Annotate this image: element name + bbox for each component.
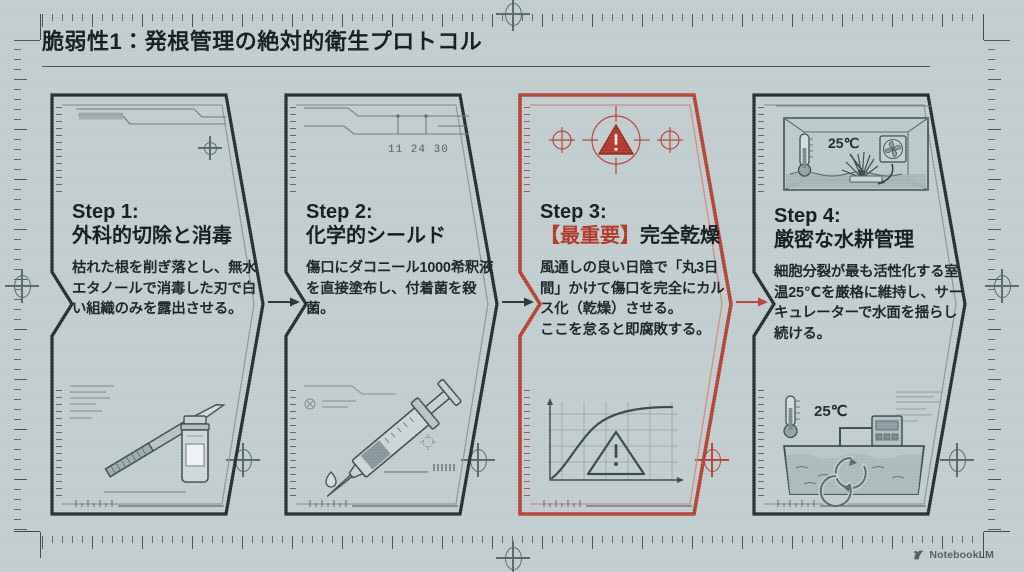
step-card-1-content: Step 1: 外科的切除と消毒 枯れた根を削ぎ落とし、無水エタノールで消毒した… bbox=[72, 92, 258, 517]
frame-tick-bl-v bbox=[40, 532, 42, 558]
registration-mark-right-middle bbox=[985, 269, 1019, 303]
step-card-1-description: 枯れた根を削ぎ落とし、無水エタノールで消毒した刃で白い組織のみを露出させる。 bbox=[72, 260, 257, 318]
steps-flow: Step 1: 外科的切除と消毒 枯れた根を削ぎ落とし、無水エタノールで消毒した… bbox=[46, 92, 982, 517]
step-card-2-ruler-top bbox=[290, 106, 299, 192]
step-card-2-outline bbox=[284, 92, 499, 517]
ruler-bottom-major bbox=[42, 536, 982, 558]
step-card-1-name: 外科的切除と消毒 bbox=[72, 225, 232, 248]
step-card-3-ruler-top bbox=[524, 106, 533, 192]
header: 脆弱性1：発根管理の絶対的衛生プロトコル bbox=[42, 28, 962, 67]
registration-mark-top-center bbox=[496, 0, 530, 31]
step-card-1-outline bbox=[50, 92, 265, 517]
ruler-bottom bbox=[42, 536, 982, 558]
step-card-1-ruler-top bbox=[56, 106, 65, 192]
step-card-4-name: 厳密な水耕管理 bbox=[774, 229, 914, 252]
step-card-2-heading: Step 2: 化学的シールド bbox=[306, 200, 492, 249]
step-card-3-content: Step 3: 【最重要】完全乾燥 風通しの良い日陰で「丸3日間」かけて傷口を完… bbox=[540, 92, 726, 517]
step-card-4-heading: Step 4: 厳密な水耕管理 bbox=[774, 204, 960, 253]
step-card-3[interactable]: Step 3: 【最重要】完全乾燥 風通しの良い日陰で「丸3日間」かけて傷口を完… bbox=[518, 92, 733, 517]
frame-tick-tr-v bbox=[982, 14, 984, 40]
step-card-1-label: Step 1: bbox=[72, 201, 139, 223]
step-card-2-label: Step 2: bbox=[306, 201, 373, 223]
notebooklm-watermark-label: NotebookLM bbox=[929, 549, 994, 561]
step-card-2-name: 化学的シールド bbox=[306, 225, 446, 248]
page-title: 脆弱性1：発根管理の絶対的衛生プロトコル bbox=[42, 29, 483, 54]
step-card-4-content: Step 4: 厳密な水耕管理 細胞分裂が最も活性化する室温25℃を厳格に維持し… bbox=[774, 92, 963, 517]
frame-tick-tl-h bbox=[14, 40, 40, 42]
registration-mark-left-middle bbox=[5, 269, 39, 303]
registration-mark-bottom-center bbox=[496, 541, 530, 572]
step-card-2-ruler-bottom bbox=[290, 386, 299, 496]
step-card-3-heading: Step 3: 【最重要】完全乾燥 bbox=[540, 200, 726, 249]
step-card-2-content: Step 2: 化学的シールド 傷口にダコニール1000希釈液を直接塗布し、付着… bbox=[306, 92, 494, 517]
step-card-3-ruler-bottom bbox=[524, 386, 533, 496]
step-card-4[interactable]: 25℃ bbox=[752, 92, 967, 517]
ruler-left bbox=[14, 42, 36, 530]
step-card-1-ruler-bottom bbox=[56, 386, 65, 496]
ruler-right bbox=[988, 42, 1010, 530]
ruler-left-major bbox=[14, 42, 36, 530]
frame-tick-br-h bbox=[984, 530, 1010, 532]
step-card-3-outline bbox=[518, 92, 733, 517]
ruler-right-major bbox=[988, 42, 1010, 530]
step-card-4-ruler-bottom bbox=[758, 386, 767, 496]
step-card-4-label: Step 4: bbox=[774, 205, 841, 227]
frame-tick-tr-h bbox=[984, 40, 1010, 42]
step-card-3-label: Step 3: bbox=[540, 201, 607, 223]
step-card-3-description: 風通しの良い日陰で「丸3日間」かけて傷口を完全にカルス化（乾燥）させる。 ここを… bbox=[540, 260, 725, 339]
step-card-4-ruler-top bbox=[758, 106, 767, 192]
title-underline bbox=[42, 65, 930, 67]
step-card-1-heading: Step 1: 外科的切除と消毒 bbox=[72, 200, 258, 249]
step-card-1[interactable]: Step 1: 外科的切除と消毒 枯れた根を削ぎ落とし、無水エタノールで消毒した… bbox=[50, 92, 265, 517]
step-card-4-outline bbox=[752, 92, 967, 517]
step-card-2[interactable]: 11 24 30 Step 2: 化学的シールド 傷口にダコニール1000希釈液… bbox=[284, 92, 499, 517]
step-card-4-description: 細胞分裂が最も活性化する室温25℃を厳格に維持し、サーキュレーターで水面を揺らし… bbox=[774, 264, 963, 343]
notebooklm-watermark: NotebookLM bbox=[913, 549, 994, 561]
step-card-3-name: 【最重要】完全乾燥 bbox=[540, 225, 720, 248]
frame-tick-bl-h bbox=[14, 530, 40, 532]
step-card-3-priority-badge: 【最重要】 bbox=[540, 225, 640, 248]
notebooklm-logo-icon bbox=[914, 550, 925, 560]
step-card-2-description: 傷口にダコニール1000希釈液を直接塗布し、付着菌を殺菌。 bbox=[306, 260, 494, 318]
